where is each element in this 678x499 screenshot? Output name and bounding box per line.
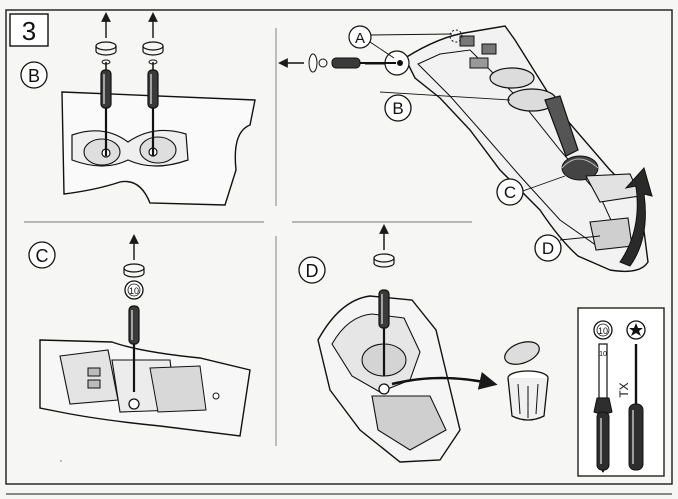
torx-symbol	[626, 320, 646, 340]
console-body	[404, 25, 649, 273]
panel-dividers	[24, 28, 472, 446]
lift-arrow	[619, 166, 653, 267]
svg-text:10: 10	[598, 326, 608, 336]
panel-d: D	[298, 224, 549, 463]
socket-c: 10	[124, 280, 144, 300]
svg-text:A: A	[355, 30, 365, 47]
socket-driver-tool: 10	[593, 343, 613, 473]
screwdriver-b-right	[146, 59, 160, 158]
socket-c-size: 10	[129, 286, 139, 296]
callout-main-c: C	[496, 178, 524, 206]
panel-main-console: A B C D	[278, 25, 653, 273]
screw-c	[128, 398, 140, 410]
screwdriver-b-left	[99, 59, 113, 158]
svg-text:D: D	[542, 239, 554, 258]
step-number-box: 3	[9, 13, 49, 47]
svg-text:C: C	[504, 183, 516, 202]
torx-driver-tool: TX	[617, 344, 644, 471]
panel-b: B	[20, 12, 256, 206]
removed-cup-holder	[504, 341, 549, 421]
tool-legend: 10 10 TX	[577, 307, 665, 477]
callout-main-b: B	[384, 94, 412, 122]
diagram-frame	[5, 9, 673, 485]
svg-text:D: D	[306, 261, 319, 281]
screw-d	[378, 383, 390, 395]
callout-panel-b: B	[20, 61, 48, 89]
panel-c: C 10	[28, 234, 251, 437]
step-number: 3	[22, 16, 36, 46]
svg-text:B: B	[28, 66, 40, 86]
callout-main-a: A	[348, 25, 453, 59]
screwdriver-horizontal	[308, 53, 396, 73]
shaft-mark: 10	[599, 351, 607, 358]
callout-panel-d: D	[298, 256, 326, 284]
handbrake-lever	[544, 95, 579, 157]
callout-panel-c: C	[28, 241, 56, 269]
callout-main-d: D	[534, 234, 562, 262]
removal-arrow-d	[391, 371, 498, 390]
torx-label: TX	[617, 382, 631, 397]
svg-text:C: C	[36, 246, 49, 266]
svg-text:*: *	[60, 460, 62, 466]
socket-legend: 10	[593, 320, 613, 340]
svg-text:B: B	[392, 99, 403, 118]
